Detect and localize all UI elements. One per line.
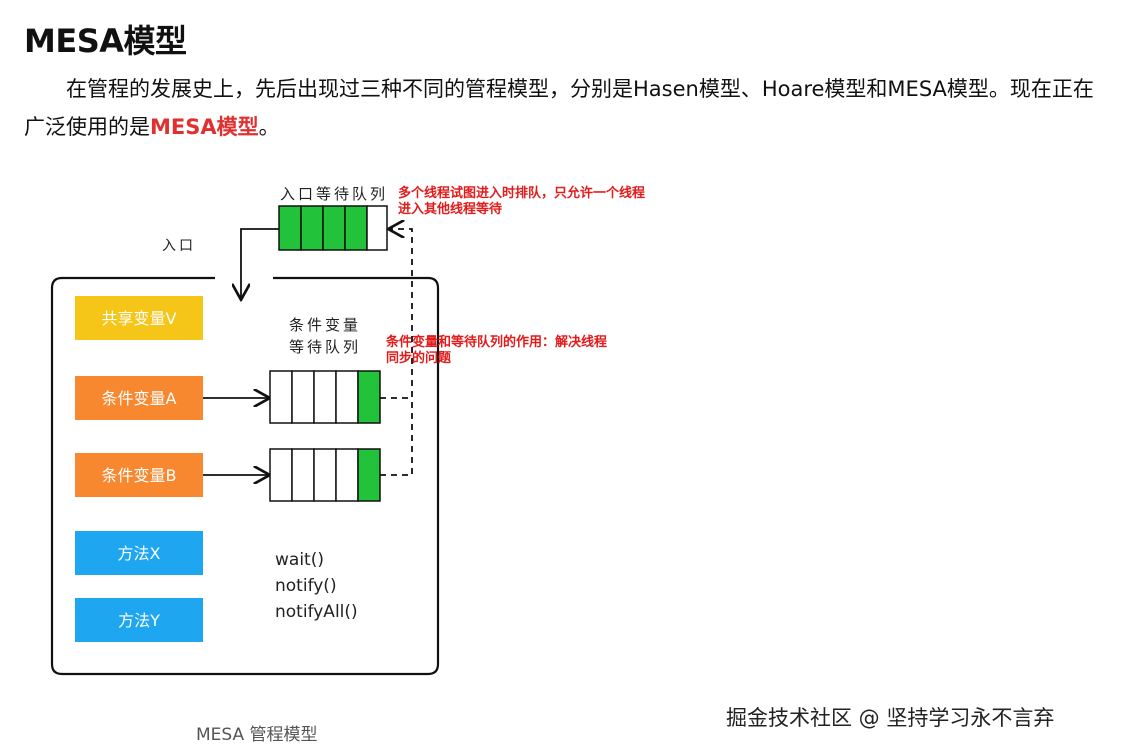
cond-a-queue-slot	[291, 370, 315, 424]
entry-queue-slot	[278, 205, 302, 251]
intro-text: 在管程的发展史上，先后出现过三种不同的管程模型，分别是Hasen模型、Hoare…	[24, 77, 1094, 139]
watermark: 掘金技术社区 @ 坚持学习永不言弃	[726, 706, 1055, 730]
entry-annotation-line2: 进入其他线程等待	[398, 201, 502, 217]
condvar-annotation-line2: 同步的问题	[386, 350, 452, 366]
method-x-label: 方法X	[118, 544, 161, 563]
cond-b-label: 条件变量B	[102, 466, 177, 485]
condvar-queue-label-2: 等待队列	[289, 338, 361, 356]
intro-text-end: 。	[258, 115, 280, 139]
cond-b-queue-slot	[313, 448, 337, 502]
entry-queue-slot	[300, 205, 324, 251]
cond-b-box	[75, 453, 203, 497]
entry-queue-slot	[344, 205, 368, 251]
entry-queue-slot	[366, 205, 388, 251]
cond-b-queue-slot	[269, 448, 293, 502]
intro-paragraph: 在管程的发展史上，先后出现过三种不同的管程模型，分别是Hasen模型、Hoare…	[24, 70, 1104, 146]
cond-a-label: 条件变量A	[102, 389, 177, 408]
method-y-label: 方法Y	[118, 611, 160, 630]
intro-highlight: MESA模型	[150, 115, 259, 139]
cond-a-queue-slot	[335, 370, 359, 424]
method-x-box	[75, 531, 203, 575]
entry-arrow	[241, 228, 279, 298]
shared-var-box	[75, 296, 203, 340]
cond-b-queue	[269, 448, 381, 502]
cond-a-queue-slot	[313, 370, 337, 424]
monitor-box	[50, 276, 440, 676]
entry-queue	[278, 205, 388, 251]
cond-a-queue-slot	[269, 370, 293, 424]
cond-b-queue-slot	[335, 448, 359, 502]
method-y-box	[75, 598, 203, 642]
cond-b-queue-slot	[357, 448, 381, 502]
condvar-annotation-line1: 条件变量和等待队列的作用：解决线程	[386, 334, 607, 350]
entry-annotation-line1: 多个线程试图进入时排队，只允许一个线程	[398, 185, 645, 201]
condvar-queue-label-1: 条件变量	[289, 316, 361, 334]
cond-b-queue-slot	[291, 448, 315, 502]
cond-a-box	[75, 376, 203, 420]
cond-a-queue-slot	[357, 370, 381, 424]
entry-queue-slot	[322, 205, 346, 251]
page-title: MESA模型	[24, 22, 187, 60]
figure-caption: MESA 管程模型	[196, 725, 318, 745]
cond-a-queue	[269, 370, 381, 424]
method-notify: notify()	[275, 576, 337, 596]
method-wait: wait()	[275, 550, 324, 570]
entry-queue-label: 入口等待队列	[280, 185, 388, 203]
entry-label: 入口	[162, 238, 196, 254]
shared-var-label: 共享变量V	[102, 309, 177, 328]
cond-b-return-path	[380, 229, 413, 476]
method-notifyall: notifyAll()	[275, 602, 358, 622]
